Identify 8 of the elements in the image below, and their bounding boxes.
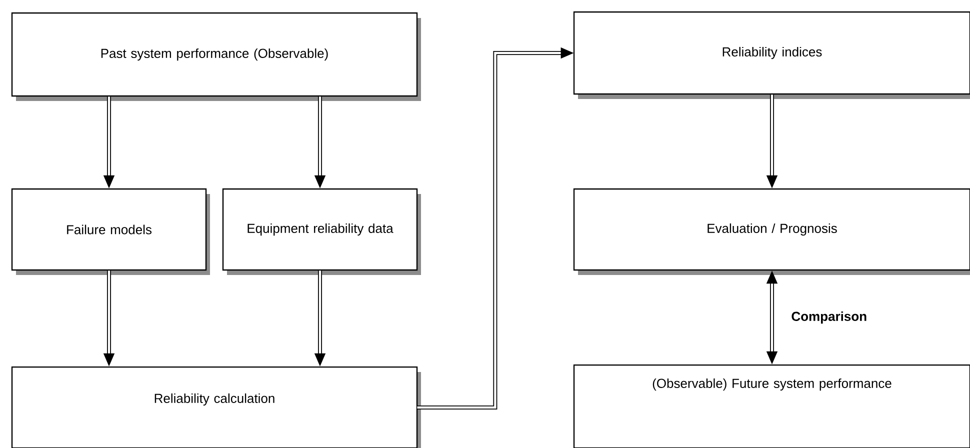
- process-box: (Observable) Future system performance: [573, 364, 970, 448]
- process-box: Reliability indices: [573, 11, 970, 99]
- process-box: Past system performance (Observable): [11, 12, 421, 101]
- process-box: Failure models: [11, 188, 210, 275]
- edge-label: Comparison: [790, 310, 868, 325]
- process-box: Equipment reliability data: [222, 188, 421, 275]
- process-box: Evaluation / Prognosis: [573, 188, 970, 275]
- process-box: Reliability calculation: [11, 366, 421, 448]
